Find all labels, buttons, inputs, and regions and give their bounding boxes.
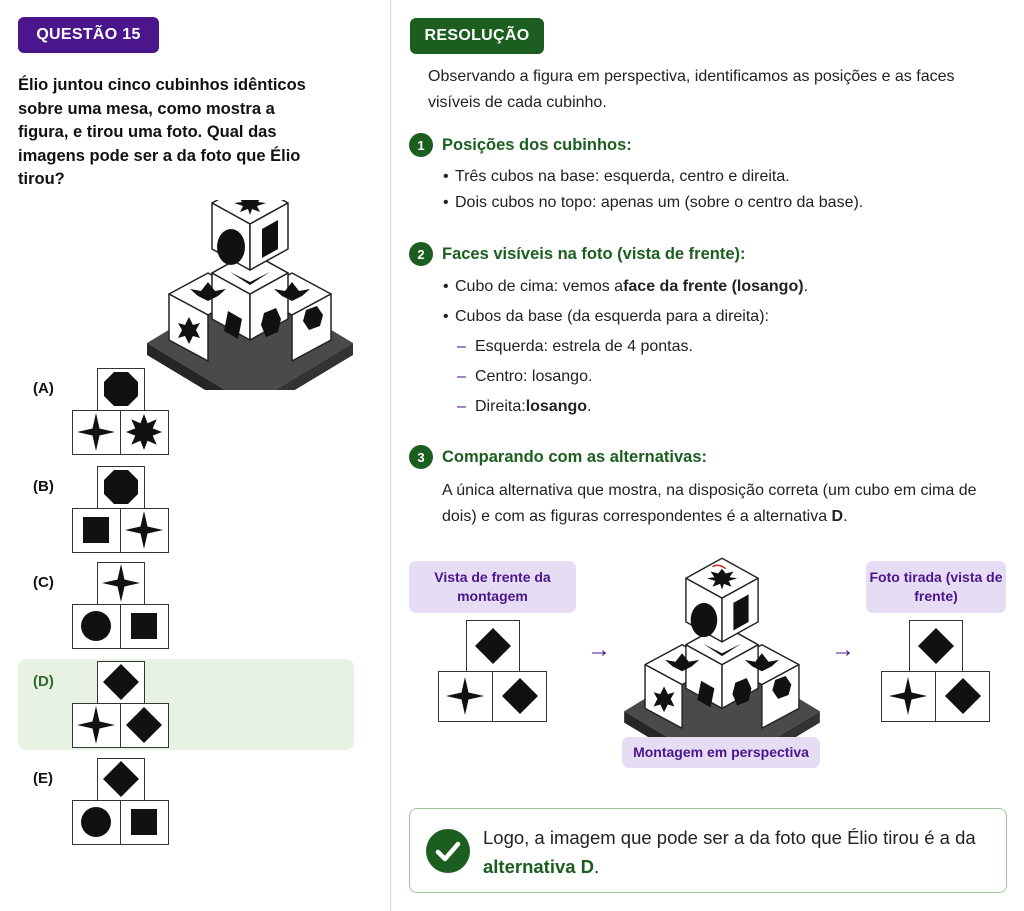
circle-icon <box>81 807 111 837</box>
option-a-figure[interactable] <box>72 368 172 458</box>
question-badge: QUESTÃO 15 <box>18 17 159 53</box>
step-3-heading: 3 Comparando com as alternativas: <box>409 445 707 469</box>
step-3-number: 3 <box>409 445 433 469</box>
perspective-figure <box>623 557 821 738</box>
step-1-heading: 1 Posições dos cubinhos: <box>409 133 632 157</box>
perspective-tag: Montagem em perspectiva <box>622 737 820 768</box>
arrow-icon: → <box>831 636 855 663</box>
front-view-tag: Vista de frente da montagem <box>409 561 576 613</box>
option-label-a: (A) <box>33 380 54 397</box>
octagon-icon <box>104 470 138 504</box>
step-2-bullet-1: •Cubo de cima: vemos a face da frente (l… <box>443 278 809 295</box>
eight-point-star-icon <box>126 414 162 450</box>
resolution-panel: RESOLUÇÃO Observando a figura em perspec… <box>391 0 1024 911</box>
panel-divider <box>390 0 391 911</box>
question-panel: QUESTÃO 15 Élio juntou cinco cubinhos id… <box>0 0 390 911</box>
step-1-bullet-1: •Três cubos na base: esquerda, centro e … <box>443 168 790 185</box>
cube-assembly-figure <box>146 200 354 390</box>
option-d-figure[interactable] <box>72 661 172 751</box>
resolution-badge: RESOLUÇÃO <box>410 18 544 54</box>
option-e-figure[interactable] <box>72 758 172 848</box>
step-1-title: Posições dos cubinhos: <box>442 135 632 154</box>
option-c-figure[interactable] <box>72 562 172 652</box>
square-icon <box>131 809 157 835</box>
step-1-number: 1 <box>409 133 433 157</box>
step-2-dash-1: –Esquerda: estrela de 4 pontas. <box>457 338 693 355</box>
step-2-bullet-2: •Cubos da base (da esquerda para a direi… <box>443 308 769 325</box>
step-2-dash-3: –Direita: losango. <box>457 398 592 415</box>
circle-icon <box>81 611 111 641</box>
conclusion-box: Logo, a imagem que pode ser a da foto qu… <box>409 808 1007 893</box>
option-label-b: (B) <box>33 478 54 495</box>
correct-option-highlight <box>18 659 354 750</box>
check-icon <box>426 829 470 873</box>
resolution-intro: Observando a figura em perspectiva, iden… <box>428 68 955 111</box>
step-1-bullet-2: •Dois cubos no topo: apenas um (sobre o … <box>443 194 864 211</box>
front-view-figure <box>438 620 547 722</box>
step-2-heading: 2 Faces visíveis na foto (vista de frent… <box>409 242 746 266</box>
option-b-figure[interactable] <box>72 466 172 556</box>
option-label-c: (C) <box>33 574 54 591</box>
arrow-icon: → <box>587 636 611 663</box>
photo-tag: Foto tirada (vista de frente) <box>866 561 1006 613</box>
octagon-icon <box>104 372 138 406</box>
question-text: Élio juntou cinco cubinhos idênticos sob… <box>18 76 306 188</box>
step-2-title: Faces visíveis na foto (vista de frente)… <box>442 244 746 263</box>
option-label-d: (D) <box>33 673 54 690</box>
step-2-number: 2 <box>409 242 433 266</box>
photo-figure <box>881 620 990 722</box>
step-3-text: A única alternativa que mostra, na dispo… <box>442 482 977 525</box>
step-3-title: Comparando com as alternativas: <box>442 447 707 466</box>
option-label-e: (E) <box>33 770 53 787</box>
step-2-dash-2: –Centro: losango. <box>457 368 593 385</box>
square-icon <box>131 613 157 639</box>
conclusion-text: Logo, a imagem que pode ser a da foto qu… <box>483 827 976 877</box>
square-icon <box>83 517 109 543</box>
